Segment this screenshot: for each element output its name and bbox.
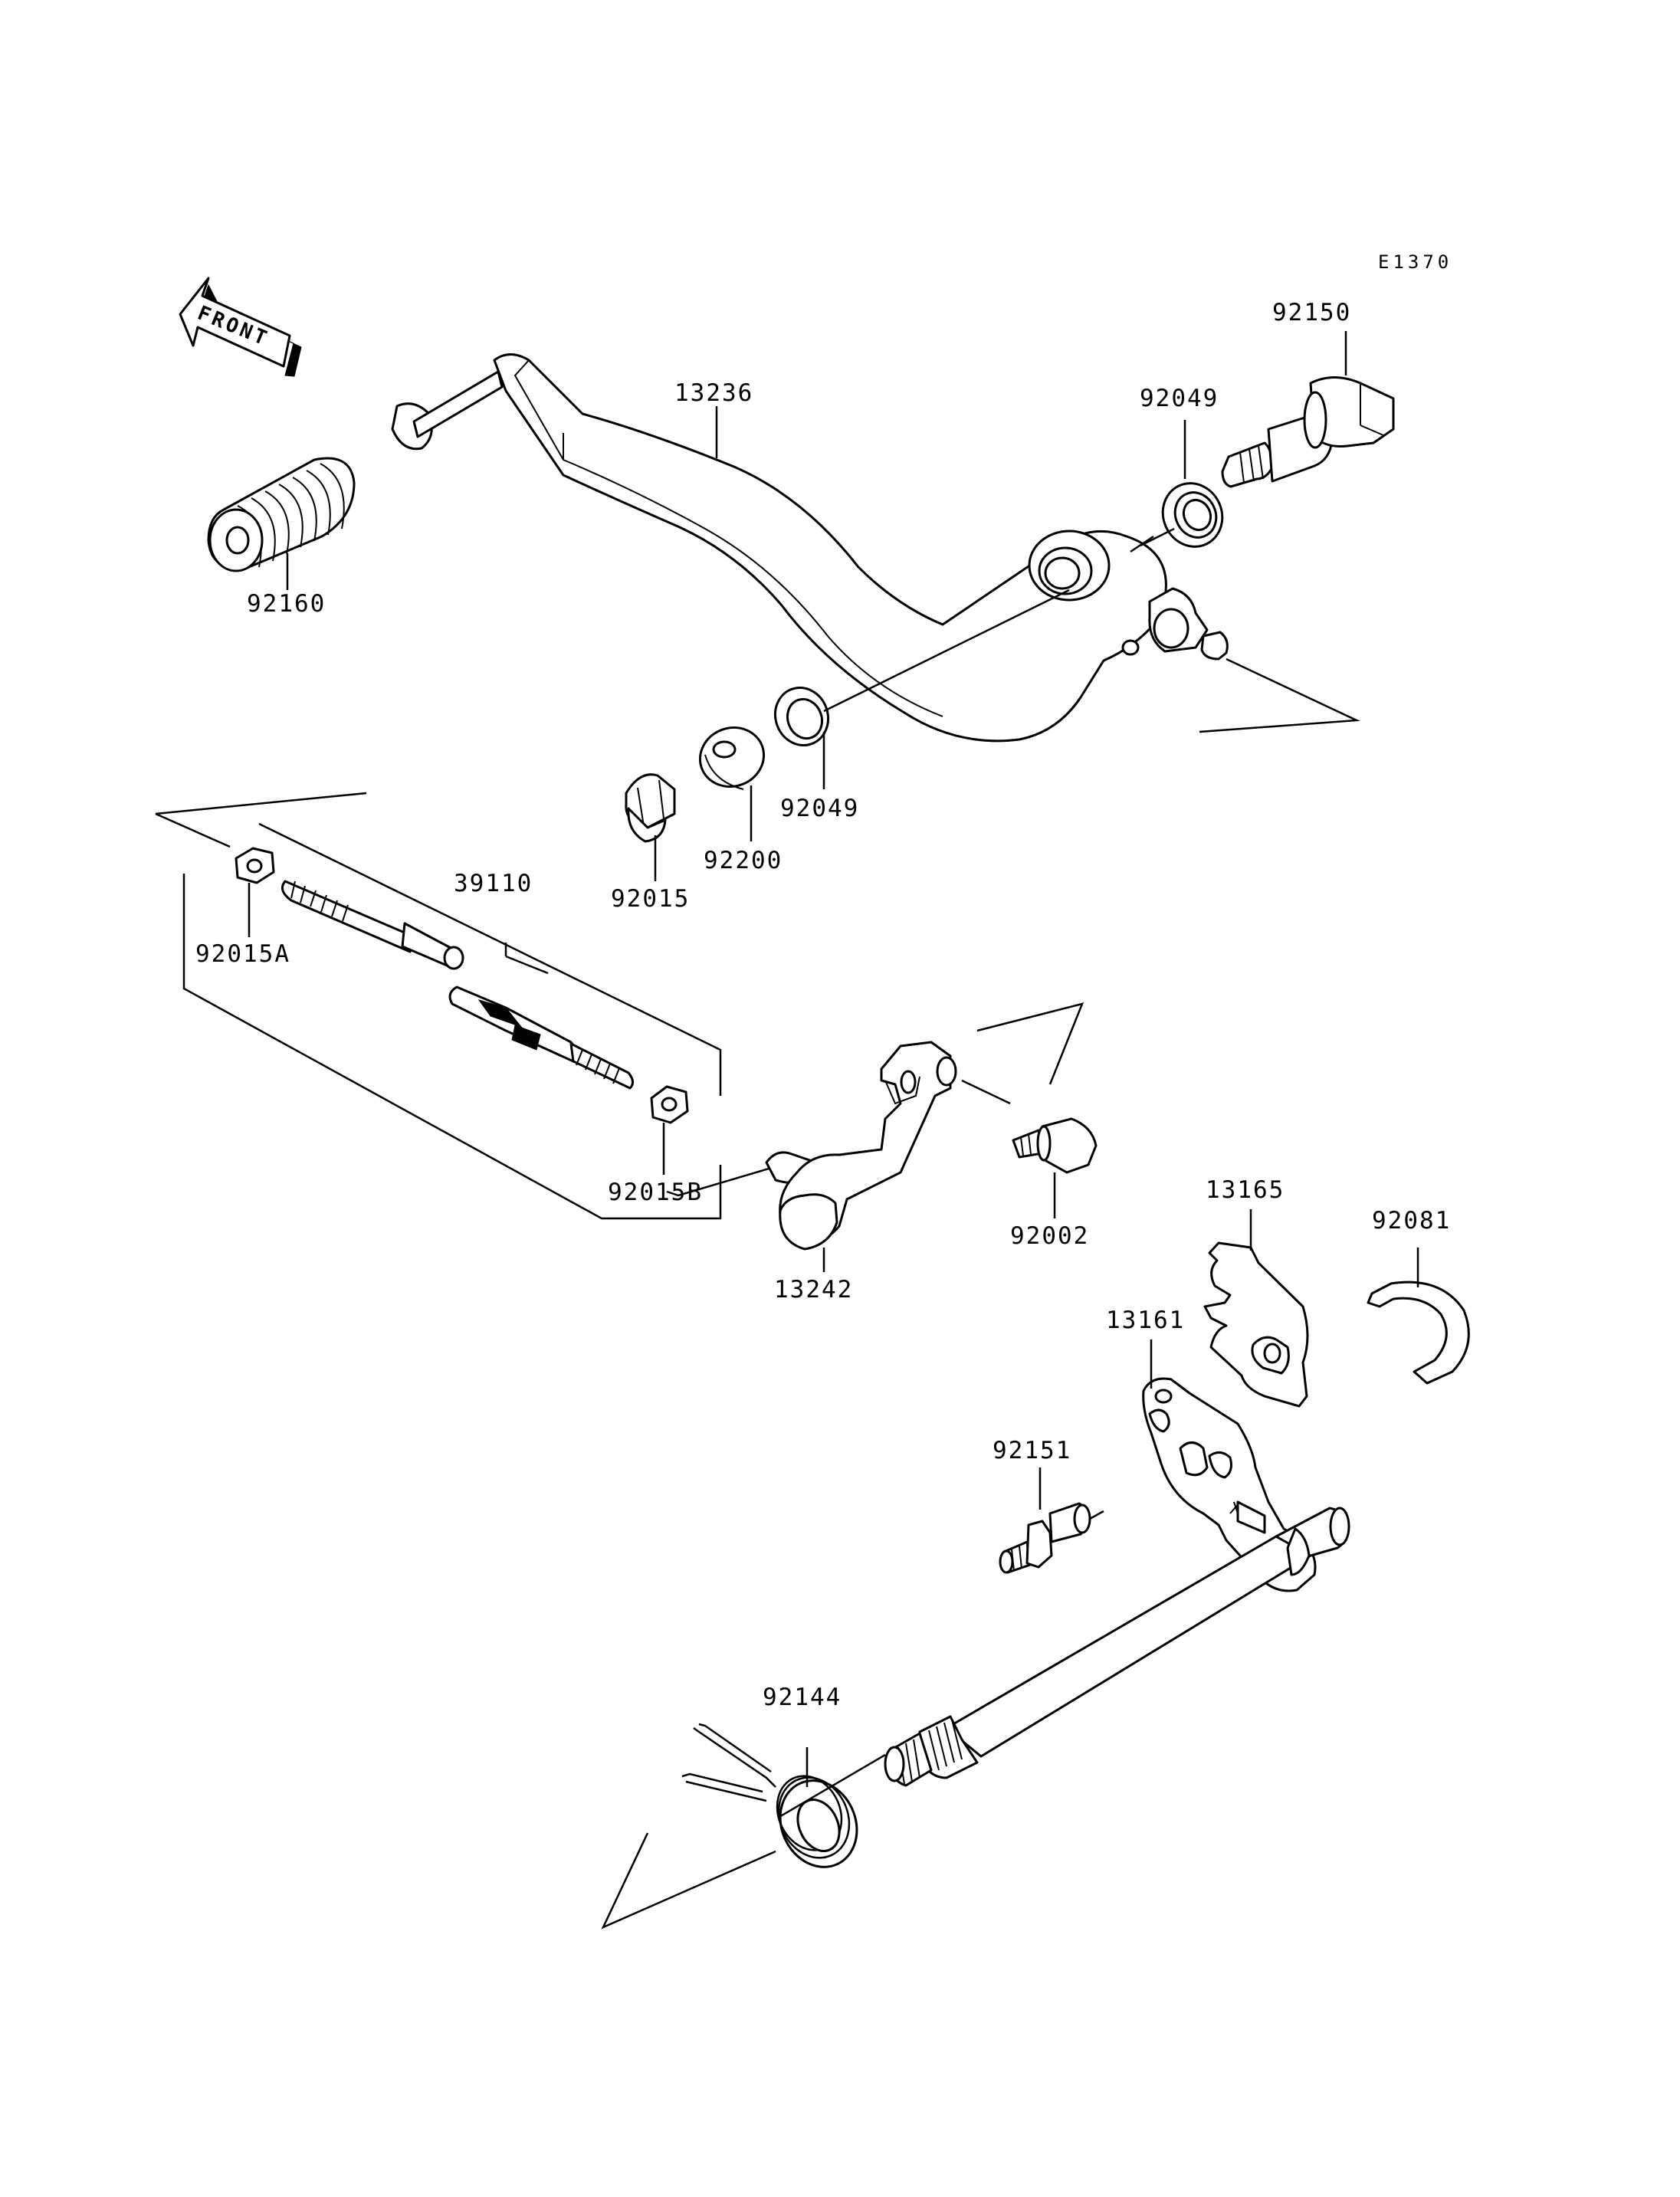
part-label-92150: 92150 — [1272, 299, 1351, 326]
part-label-13236: 13236 — [674, 379, 753, 407]
part-label-13165: 13165 — [1206, 1176, 1285, 1204]
front-arrow-icon: FRONT — [179, 277, 302, 377]
oil-seal-upper-92049[interactable] — [1140, 420, 1232, 556]
part-label-92200: 92200 — [704, 847, 783, 874]
shift-lever-13242[interactable] — [765, 1002, 1084, 1272]
oil-seal-lower-92049[interactable] — [767, 589, 1070, 789]
part-label-92151: 92151 — [993, 1437, 1071, 1464]
tie-rod-39110[interactable] — [155, 792, 783, 1220]
circlip-92081[interactable] — [1367, 1248, 1470, 1385]
cap-nut-92015[interactable] — [625, 773, 676, 881]
part-label-92015A: 92015A — [195, 940, 290, 968]
diagram-ref-code: E1370 — [1378, 251, 1452, 273]
nut-92015A[interactable] — [235, 847, 275, 937]
part-label-92160: 92160 — [247, 590, 326, 618]
part-label-92015B: 92015B — [608, 1179, 703, 1206]
part-label-92015: 92015 — [611, 885, 690, 913]
part-label-92081: 92081 — [1372, 1207, 1451, 1235]
part-labels: 13236 92160 92150 92049 92049 92200 9201… — [195, 299, 1451, 1711]
part-label-92049-upper: 92049 — [1140, 385, 1219, 412]
part-label-39110: 39110 — [454, 870, 533, 897]
part-label-92144: 92144 — [763, 1684, 842, 1711]
lever-bolt-92002[interactable] — [961, 1079, 1098, 1218]
washer-92200[interactable] — [692, 719, 773, 841]
guide-plate-13165[interactable] — [1203, 1209, 1309, 1408]
pedal-13236[interactable] — [391, 353, 1360, 743]
shift-shaft-13161[interactable] — [884, 1340, 1350, 1787]
part-label-13161: 13161 — [1106, 1307, 1185, 1334]
nut-92015B[interactable] — [650, 1085, 689, 1175]
part-label-13242: 13242 — [774, 1276, 853, 1303]
spring-pin-92151[interactable] — [999, 1467, 1104, 1574]
pivot-bolt-92150[interactable] — [1130, 331, 1395, 553]
pedal-rubber-92160[interactable] — [207, 457, 356, 590]
part-label-92049-lower: 92049 — [780, 795, 859, 822]
return-spring-92144[interactable] — [601, 1723, 886, 1930]
part-label-92002: 92002 — [1010, 1222, 1089, 1250]
